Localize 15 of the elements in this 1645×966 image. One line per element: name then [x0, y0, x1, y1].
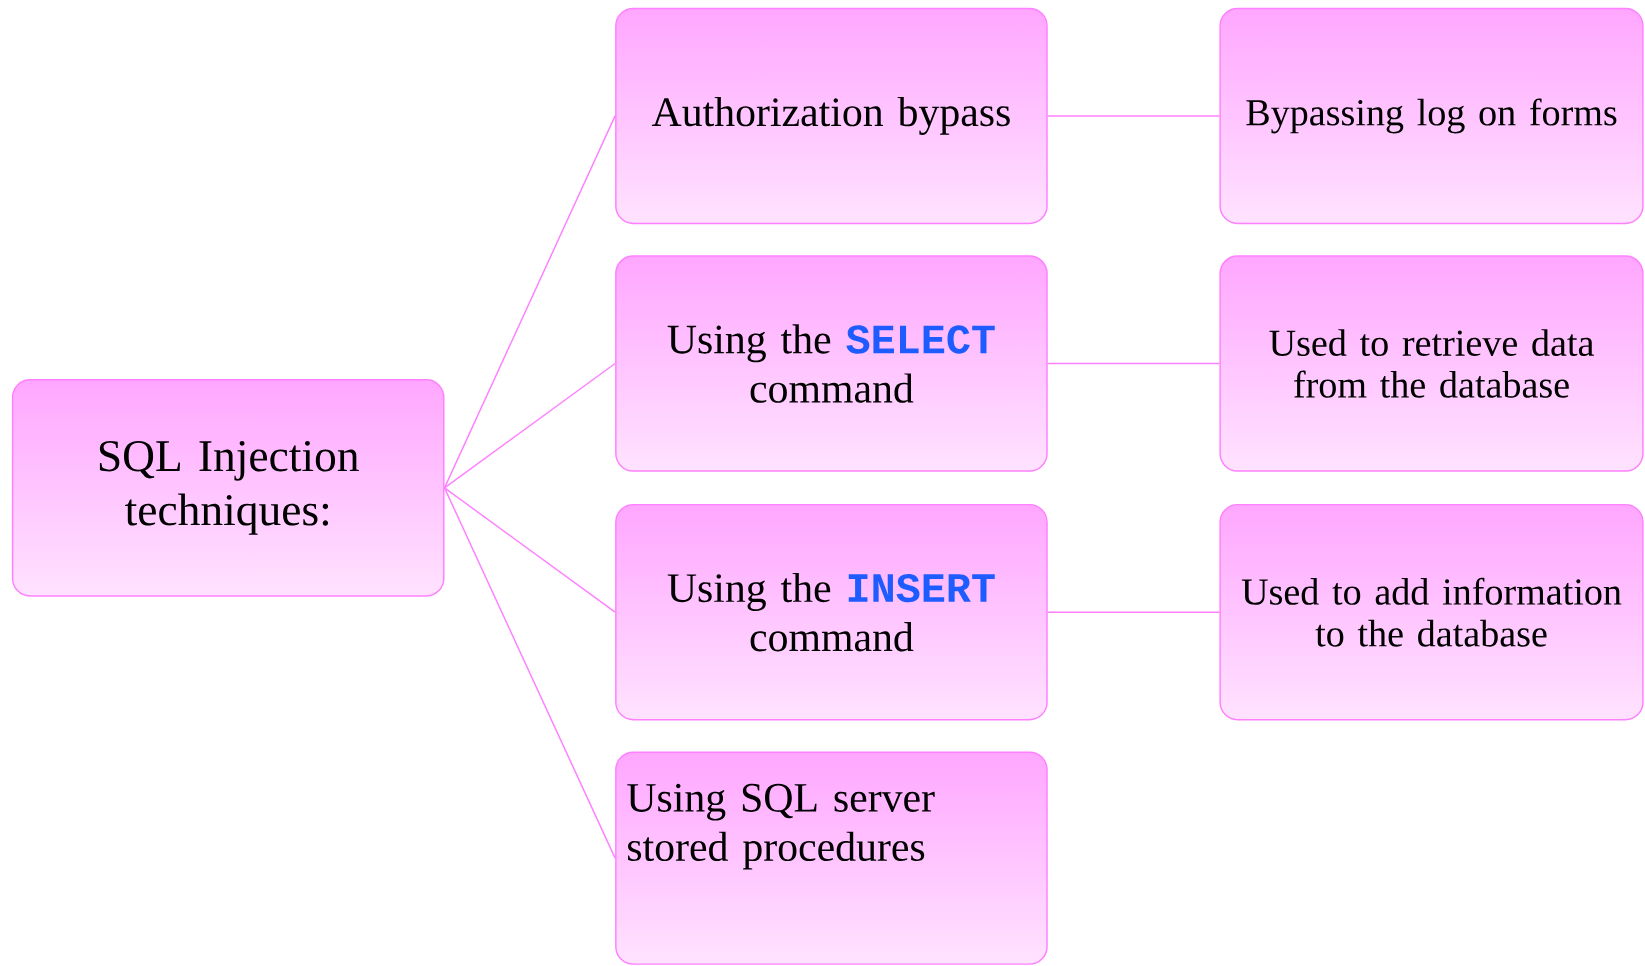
process-box: Authorization bypass	[615, 7, 1048, 225]
process-box: Bypassing log on forms	[1219, 7, 1644, 225]
connector-line	[443, 362, 616, 489]
process-box: Using SQL server stored procedures	[615, 751, 1048, 965]
connector-line	[443, 487, 616, 859]
process-box: Used to retrieve data from the database	[1219, 255, 1644, 472]
process-box: Used to add information to the database	[1219, 503, 1644, 721]
connector-line	[1047, 611, 1221, 613]
connector-line	[443, 487, 616, 613]
process-box: Using the INSERT command	[615, 503, 1048, 721]
process-box: SQL Injection techniques:	[11, 378, 445, 597]
connector-line	[1047, 362, 1221, 365]
process-box: Using the SELECT command	[615, 255, 1048, 472]
connector-line	[443, 115, 616, 489]
connector-line	[1047, 115, 1221, 117]
